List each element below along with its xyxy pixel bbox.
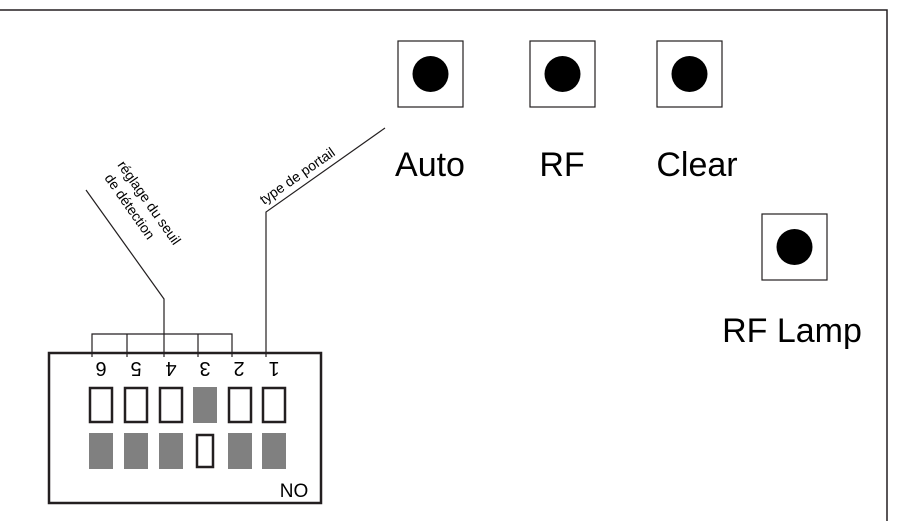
- button-auto-label: Auto: [395, 146, 465, 184]
- dip-switch-2-lower: [228, 433, 252, 469]
- button-rf-lamp[interactable]: [761, 213, 828, 281]
- detection-leader: [85, 189, 165, 334]
- dip-number-5: 5: [130, 357, 141, 379]
- button-clear-label: Clear: [656, 146, 737, 184]
- dip-switch-6-upper: [88, 386, 114, 424]
- dip-on-label: NO: [280, 481, 309, 502]
- dip-number-3: 3: [199, 357, 210, 379]
- dip-switch-3-upper: [193, 387, 217, 423]
- dip-switch-4-upper: [158, 386, 184, 424]
- dip-switch-6-lower: [89, 433, 113, 469]
- dip-switch-cells: [88, 386, 287, 469]
- dip-switch-5-lower: [124, 433, 148, 469]
- dip-number-2: 2: [233, 357, 244, 379]
- detection-bracket: [91, 333, 233, 357]
- button-rf-lamp-dot: [776, 229, 813, 265]
- dip-switch-1-lower: [262, 433, 286, 469]
- button-auto[interactable]: [397, 40, 464, 108]
- dip-switch-2-upper: [227, 386, 253, 424]
- board-outline: [0, 9, 888, 521]
- button-clear[interactable]: [656, 40, 723, 108]
- button-rf-label: RF: [539, 146, 584, 184]
- dip-switch-3-lower: [195, 433, 215, 469]
- gate-type-callout: type de portail: [257, 144, 338, 208]
- dip-number-1: 1: [268, 357, 279, 379]
- button-clear-dot: [671, 56, 708, 92]
- dip-switch-1-upper: [261, 386, 287, 424]
- button-auto-dot: [412, 56, 449, 92]
- dip-number-4: 4: [165, 357, 176, 379]
- dip-number-6: 6: [95, 357, 106, 379]
- button-rf-dot: [544, 56, 581, 92]
- dip-switch-housing: [47, 351, 323, 505]
- button-rf-lamp-label: RF Lamp: [722, 312, 862, 350]
- dip-switch-5-upper: [123, 386, 149, 424]
- button-rf[interactable]: [529, 40, 596, 108]
- gate-type-leader: [265, 127, 386, 357]
- dip-switch-4-lower: [159, 433, 183, 469]
